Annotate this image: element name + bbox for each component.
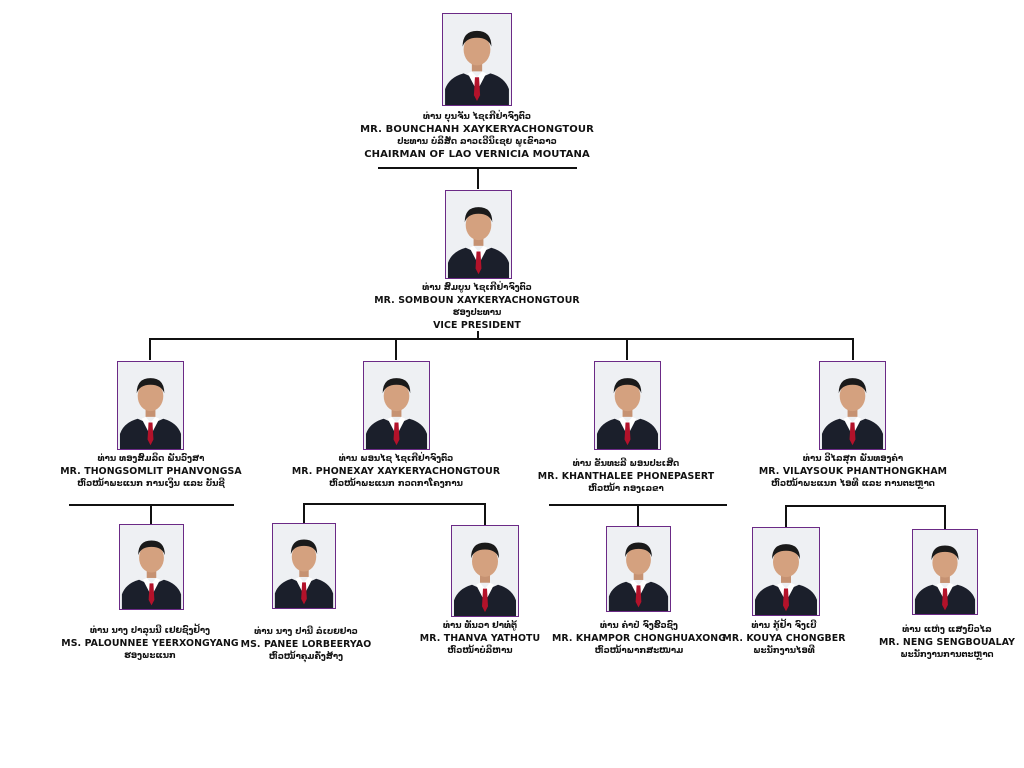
staff-1-name-en: MS. PALOUNNEE YEERXONGYANG: [61, 637, 239, 649]
chairman-name-en: MR. BOUNCHANH XAYKERYACHONGTOUR: [360, 123, 594, 135]
portrait-placeholder: [595, 362, 660, 449]
portrait-placeholder: [120, 525, 183, 609]
head-2-branch: [303, 503, 486, 505]
portrait-placeholder: [452, 526, 518, 616]
staff-5-name-lao: ທ່ານ ກູ້ຢ້າ ຈົງເບີ: [751, 621, 817, 631]
head-4-name-lao: ທ່ານ ວິໄລສຸກ ພັນທອງຄຳ: [802, 454, 904, 464]
chairman-title-lao: ປະທານ ບໍລິສັດ ລາວເວີນິເຊຍ ພູເຂົາລາວ: [397, 137, 557, 147]
portrait-placeholder: [443, 14, 511, 105]
staff-3-name-lao: ທ່ານ ທັນວາ ຢາທໍ່ຕູ້: [442, 621, 518, 631]
staff-1-name-lao: ທ່ານ ນາງ ປາລຸນນີ ເຢຍຊົງຢ້າງ: [89, 626, 211, 636]
portrait-placeholder: [446, 191, 511, 278]
staff-2-name-lao: ທ່ານ ນາງ ປານີ ລໍເບຍຢາວ: [254, 627, 358, 637]
staff-6-caption: ທ່ານ ແຫ່ງ ແສງບົວໄລ MR. NENG SENGBOUALAY …: [879, 624, 1015, 662]
head-3-name-en: MR. KHANTHALEE PHONEPASERT: [537, 470, 715, 482]
head-1-photo: [117, 361, 184, 450]
vp-name-lao: ທ່ານ ສົມບູນ ໄຊເກີຢ່າຈົງຕົວ: [422, 283, 532, 293]
head-4-drop: [852, 338, 854, 360]
head-3-caption: ທ່ານ ຂັນທະລີ ພອນປະເສີດ MR. KHANTHALEE PH…: [538, 458, 714, 496]
staff-4-photo: [606, 526, 671, 612]
staff-3-photo: [451, 525, 519, 617]
portrait-placeholder: [820, 362, 885, 449]
staff-4-name-en: MR. KHAMPOR CHONGHUAXONG: [551, 632, 727, 644]
head-4-branch: [785, 505, 946, 507]
portrait-placeholder: [607, 527, 670, 611]
staff-5-title-lao: ພະນັກງານໄອທີ: [753, 646, 815, 656]
staff-4-caption: ທ່ານ ຄຳປໍ ຈົງຮົວຊົງ MR. KHAMPOR CHONGHUA…: [552, 620, 726, 658]
portrait-placeholder: [753, 528, 819, 615]
staff-2-name-en: MS. PANEE LORBEERYAO: [240, 638, 372, 650]
staff-1-title-lao: ຮອງພະແນກ: [124, 651, 176, 661]
staff-6-drop: [944, 505, 946, 529]
staff-3-title-lao: ຫົວໜ້າບໍລິຫານ: [447, 646, 513, 656]
staff-2-photo: [272, 523, 336, 609]
vp-title-lao: ຮອງປະທານ: [452, 308, 502, 318]
staff-4-title-lao: ຫົວໜ້າພາກສະໜາມ: [594, 646, 684, 656]
staff-4-name-lao: ທ່ານ ຄຳປໍ ຈົງຮົວຊົງ: [600, 621, 678, 631]
staff-3-name-en: MR. THANVA YATHOTU: [419, 632, 541, 644]
vice-president-caption: ທ່ານ ສົມບູນ ໄຊເກີຢ່າຈົງຕົວ MR. SOMBOUN X…: [374, 282, 580, 332]
staff-5-photo: [752, 527, 820, 616]
portrait-placeholder: [913, 530, 977, 614]
head-1-title-lao: ຫົວໜ້າພະແນກ ການເງິນ ແລະ ບັນຊີ: [77, 479, 225, 489]
chairman-title-en: CHAIRMAN OF LAO VERNICIA MOUTANA: [364, 148, 590, 160]
portrait-placeholder: [118, 362, 183, 449]
head-4-title-lao: ຫົວໜ້າພະແນກ ໄອທີ ແລະ ການຕະຫຼາດ: [771, 479, 935, 489]
chairman-photo: [442, 13, 512, 106]
head-2-title-lao: ຫົວໜ້າພະແນກ ກວດກາໂຄງການ: [329, 479, 463, 489]
head-3-name-lao: ທ່ານ ຂັນທະລີ ພອນປະເສີດ: [572, 459, 680, 469]
head-3-photo: [594, 361, 661, 450]
head-2-caption: ທ່ານ ພອນໄຊ ໄຊເກີຢ່າຈົງຕົວ MR. PHONEXAY X…: [292, 453, 500, 491]
staff-4-drop: [637, 504, 639, 526]
staff-1-caption: ທ່ານ ນາງ ປາລຸນນີ ເຢຍຊົງຢ້າງ MS. PALOUNNE…: [61, 625, 238, 663]
head-2-name-en: MR. PHONEXAY XAYKERYACHONGTOUR: [291, 465, 501, 477]
staff-3-drop: [484, 503, 486, 525]
chairman-caption: ທ່ານ ບຸນຈັນ ໄຊເກີຢ່າຈົງຕົວ MR. BOUNCHANH…: [360, 111, 594, 161]
staff-6-name-lao: ທ່ານ ແຫ່ງ ແສງບົວໄລ: [902, 625, 992, 635]
chairman-name-lao: ທ່ານ ບຸນຈັນ ໄຊເກີຢ່າຈົງຕົວ: [423, 112, 531, 122]
head-4-name-en: MR. VILAYSOUK PHANTHONGKHAM: [758, 465, 948, 477]
head-1-caption: ທ່ານ ທອງສົມລິດ ພັນວົງສາ MR. THONGSOMLIT …: [60, 453, 242, 491]
vp-stem-connector: [477, 331, 479, 339]
staff-1-drop: [150, 504, 152, 524]
portrait-placeholder: [273, 524, 335, 608]
head-3-drop: [626, 338, 628, 360]
heads-horizontal-connector: [149, 338, 854, 340]
head-2-name-lao: ທ່ານ ພອນໄຊ ໄຊເກີຢ່າຈົງຕົວ: [338, 454, 454, 464]
staff-5-name-en: MR. KOUYA CHONGBER: [722, 632, 846, 644]
head-4-photo: [819, 361, 886, 450]
staff-5-caption: ທ່ານ ກູ້ຢ້າ ຈົງເບີ MR. KOUYA CHONGBER ພະ…: [722, 620, 845, 658]
head-4-caption: ທ່ານ ວິໄລສຸກ ພັນທອງຄຳ MR. VILAYSOUK PHAN…: [759, 453, 947, 491]
staff-5-drop: [785, 505, 787, 527]
staff-1-photo: [119, 524, 184, 610]
head-1-drop: [149, 338, 151, 360]
staff-3-caption: ທ່ານ ທັນວາ ຢາທໍ່ຕູ້ MR. THANVA YATHOTU ຫ…: [420, 620, 540, 658]
staff-2-caption: ທ່ານ ນາງ ປານີ ລໍເບຍຢາວ MS. PANEE LORBEER…: [241, 626, 372, 664]
head-1-name-lao: ທ່ານ ທອງສົມລິດ ພັນວົງສາ: [97, 454, 205, 464]
staff-6-name-en: MR. NENG SENGBOUALAY: [878, 636, 1016, 648]
staff-6-photo: [912, 529, 978, 615]
staff-2-drop: [303, 503, 305, 523]
head-1-name-en: MR. THONGSOMLIT PHANVONGSA: [60, 465, 242, 477]
portrait-placeholder: [364, 362, 429, 449]
vp-title-en: VICE PRESIDENT: [433, 319, 521, 331]
vice-president-photo: [445, 190, 512, 279]
vp-name-en: MR. SOMBOUN XAYKERYACHONGTOUR: [374, 294, 580, 306]
head-2-drop: [395, 338, 397, 360]
chairman-to-vp-connector: [477, 168, 479, 189]
head-2-photo: [363, 361, 430, 450]
head-3-title-lao: ຫົວໜ້າ ກອງເລຂາ: [588, 484, 664, 494]
staff-6-title-lao: ພະນັກງານການຕະຫຼາດ: [900, 650, 994, 660]
staff-2-title-lao: ຫົວໜ້າຄຸມຄັ່ງສ້າງ: [268, 652, 344, 662]
